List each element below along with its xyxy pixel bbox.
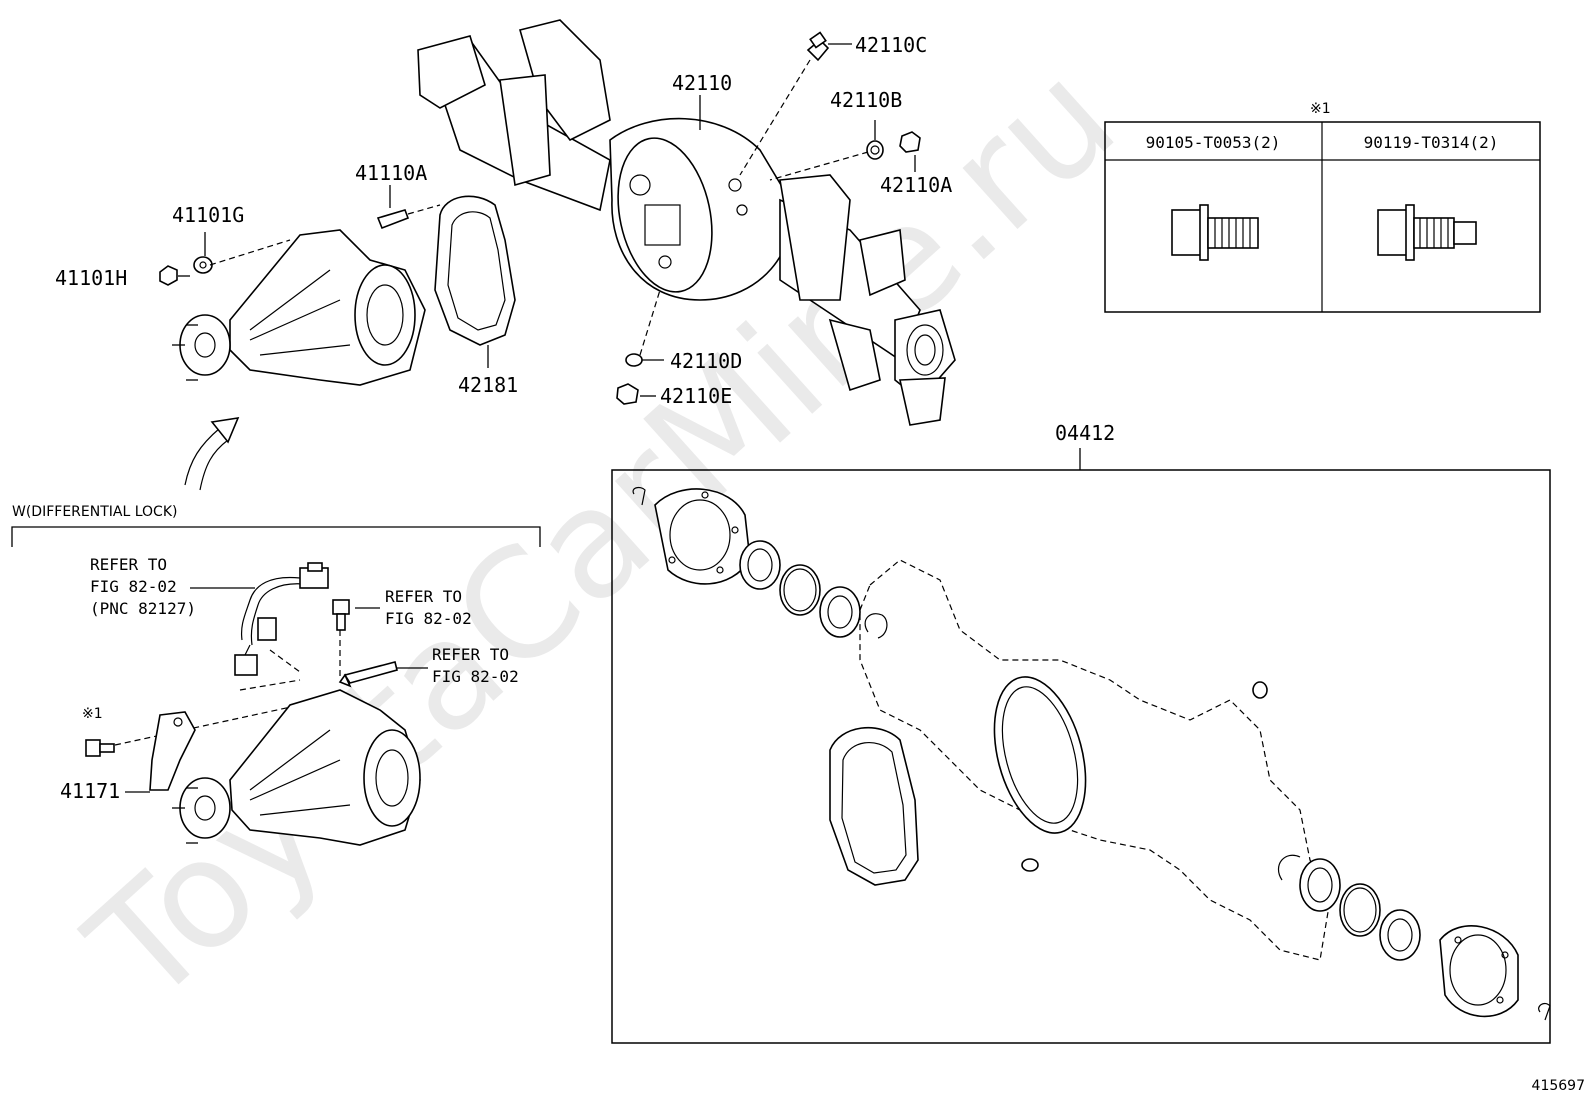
label-42110B: 42110B (830, 88, 902, 112)
bolt-table: ※1 90105-T0053(2) 90119-T0314(2) (1104, 101, 1541, 313)
switch-bracket (149, 711, 196, 791)
refer-b-line1: REFER TO (385, 587, 462, 606)
label-04412: 04412 (1055, 421, 1115, 445)
wire-harness (234, 562, 329, 676)
small-gasket (1252, 681, 1268, 699)
label-42110: 42110 (672, 71, 732, 95)
label-41171: 41171 (60, 779, 120, 803)
oil-seal-retainer-right (1439, 925, 1519, 1018)
clip (632, 486, 646, 506)
refer-c-line2: FIG 82-02 (432, 667, 519, 686)
small-parts-top (159, 31, 921, 405)
bearing (1299, 858, 1341, 912)
clip (1538, 1002, 1551, 1021)
actuator-fork (338, 661, 398, 688)
label-41110A: 41110A (355, 161, 427, 185)
diff-lock-title: W(DIFFERENTIAL LOCK) (12, 504, 177, 520)
arrow-icon (184, 416, 240, 491)
snap-ring (864, 613, 888, 639)
refer-a-line1: REFER TO (90, 555, 167, 574)
diff-lock-section: W(DIFFERENTIAL LOCK) REFER TO FIG 82-02 … (11, 504, 541, 846)
oil-seal (1379, 909, 1421, 961)
small-gasket (1021, 858, 1039, 872)
label-41101H: 41101H (55, 266, 127, 290)
label-42110D: 42110D (670, 349, 742, 373)
differential-carrier (172, 229, 426, 386)
bolt-table-mark: ※1 (1310, 101, 1331, 117)
label-41101G: 41101G (172, 203, 244, 227)
label-42110A: 42110A (880, 173, 952, 197)
bolt-icon (85, 739, 115, 757)
note-mark: ※1 (82, 706, 103, 722)
refer-b-line2: FIG 82-02 (385, 609, 472, 628)
figure-id: 415697 (1532, 1078, 1585, 1094)
oil-seal (739, 540, 781, 590)
refer-a-line3: (PNC 82127) (90, 599, 196, 618)
refer-a-line2: FIG 82-02 (90, 577, 177, 596)
label-42110C: 42110C (855, 33, 927, 57)
leader-lines-top (178, 43, 916, 397)
label-42181: 42181 (458, 373, 518, 397)
o-ring (1339, 883, 1381, 937)
bearing (819, 586, 861, 638)
bolt-icon (1171, 204, 1259, 261)
gasket-42181 (434, 195, 516, 346)
label-42110E: 42110E (660, 384, 732, 408)
bolt-icon (1377, 204, 1477, 261)
kit-box-04412: 04412 (611, 421, 1551, 1044)
o-ring (779, 564, 821, 616)
bolt-col-1: 90105-T0053(2) (1146, 133, 1281, 152)
oil-seal-retainer-left (654, 488, 751, 585)
refer-c-line1: REFER TO (432, 645, 509, 664)
differential-carrier-lock (172, 689, 421, 846)
bolt-icon (332, 599, 350, 631)
carrier-gasket (829, 726, 919, 886)
snap-ring (1277, 854, 1301, 881)
bolt-col-2: 90119-T0314(2) (1364, 133, 1499, 152)
